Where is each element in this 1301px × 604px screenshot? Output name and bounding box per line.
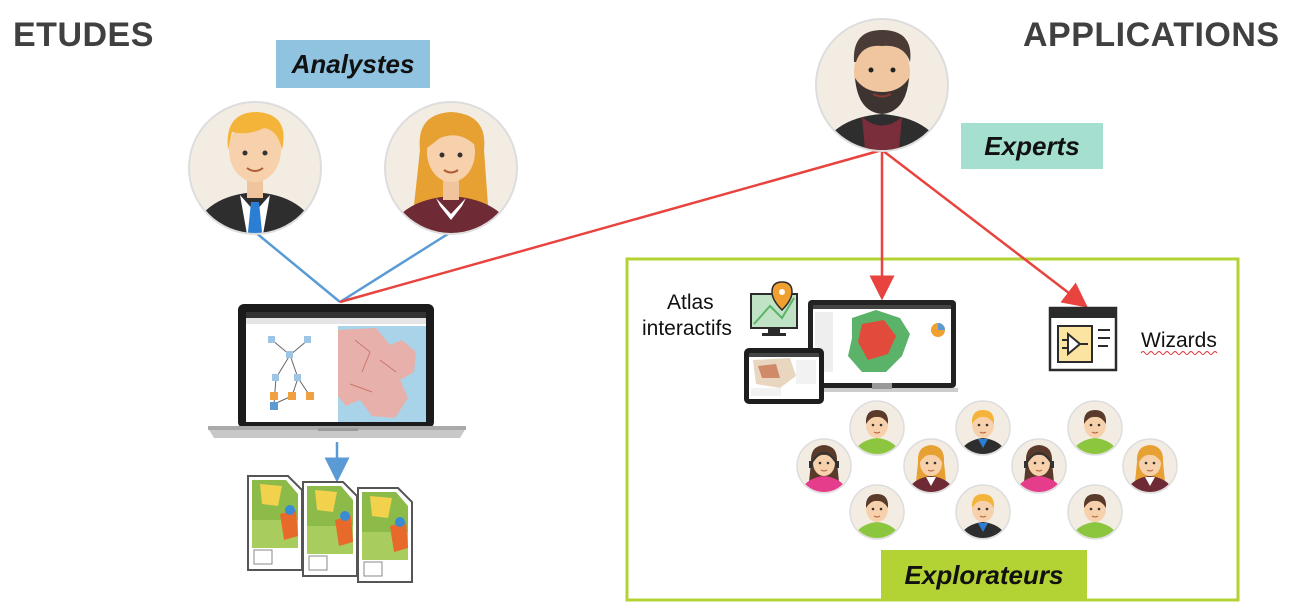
- map-document-icon: [247, 475, 303, 571]
- experts-tag: Experts: [961, 123, 1103, 169]
- explorer-avatar: [1067, 484, 1123, 540]
- wizards-label: Wizards: [1141, 329, 1217, 352]
- explorer-avatar-group: [796, 400, 1178, 540]
- explorers-tag: Explorateurs: [881, 550, 1087, 600]
- spellcheck-underline: [1140, 351, 1218, 355]
- analyst-woman-avatar: [384, 101, 518, 235]
- laptop-map-icon: [208, 304, 466, 438]
- explorer-avatar: [955, 484, 1011, 540]
- atlas-label-line2: interactifs: [642, 317, 732, 340]
- map-document-icon: [302, 481, 358, 577]
- analyst1-to-laptop-line: [254, 231, 341, 303]
- explorer-avatar: [849, 484, 905, 540]
- wizard-window-icon: [1048, 306, 1118, 372]
- expert-to-laptop-line: [339, 148, 883, 304]
- explorers-box: [625, 257, 1240, 602]
- atlas-label-line1: Atlas: [667, 291, 714, 314]
- desktop-map-icon: [806, 300, 958, 392]
- explorer-avatar: [1011, 438, 1067, 494]
- explorer-avatar: [903, 438, 959, 494]
- map-document-icon: [357, 487, 413, 583]
- expert-bearded-man-avatar: [815, 18, 949, 152]
- analyst2-to-laptop-line: [339, 230, 452, 304]
- explorer-avatar: [796, 438, 852, 494]
- analyst-man-avatar: [188, 101, 322, 235]
- analysts-tag: Analystes: [276, 40, 430, 88]
- heading-applications: APPLICATIONS: [1023, 16, 1280, 54]
- explorer-avatar: [849, 400, 905, 456]
- explorer-avatar: [955, 400, 1011, 456]
- map-pin-monitor-icon: [750, 281, 798, 336]
- explorer-avatar: [1067, 400, 1123, 456]
- expert-to-wizards-arrow: [881, 149, 1088, 308]
- heading-etudes: ETUDES: [13, 16, 154, 54]
- tablet-map-icon: [744, 348, 824, 404]
- explorer-avatar: [1122, 438, 1178, 494]
